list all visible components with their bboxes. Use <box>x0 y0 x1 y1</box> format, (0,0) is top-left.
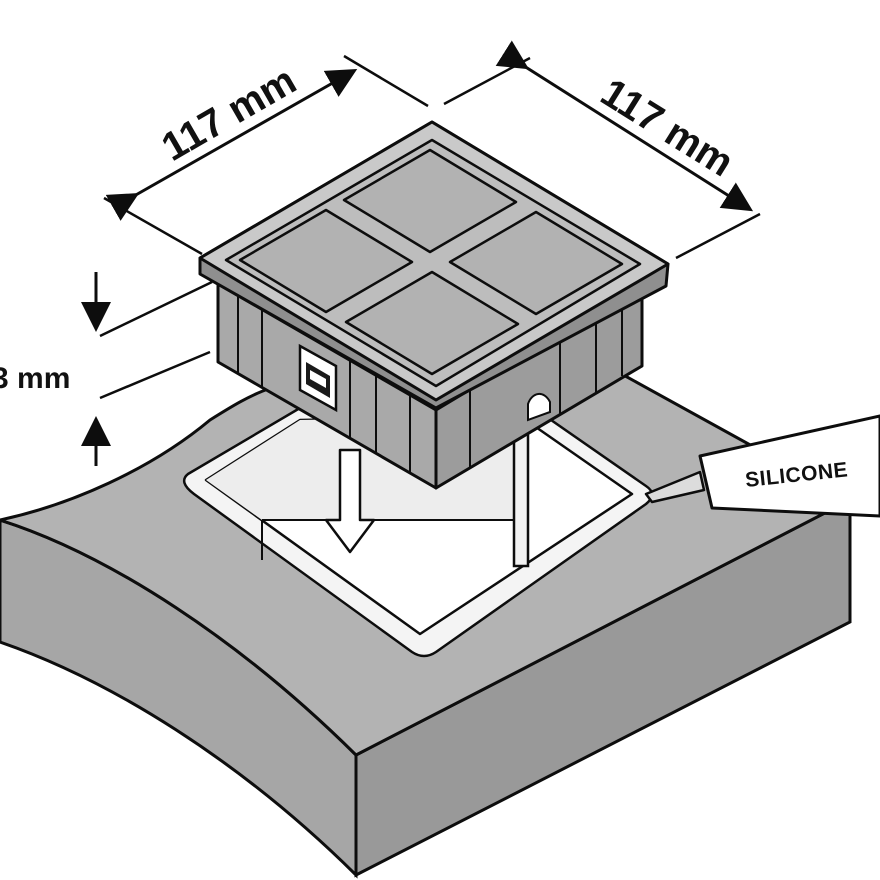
socket-cover-4 <box>448 210 624 316</box>
depth-dimension: 3 mm <box>0 272 111 466</box>
dimension-arrow <box>105 69 358 221</box>
width-label-left: 117 mm <box>155 58 304 169</box>
socket-cover-1 <box>238 208 414 314</box>
width-label-right: 117 mm <box>593 70 741 185</box>
dimension-arrow <box>495 40 754 212</box>
width-dimension-right: 117 mm <box>495 40 754 212</box>
silicone-tube-icon: SILICONE <box>644 414 880 518</box>
usb-port-icon <box>298 343 338 413</box>
socket-cover-3 <box>344 270 520 376</box>
insert-direction-arrow <box>324 448 376 554</box>
depth-label: 3 mm <box>0 362 70 395</box>
width-dimension-left: 117 mm <box>105 58 358 221</box>
